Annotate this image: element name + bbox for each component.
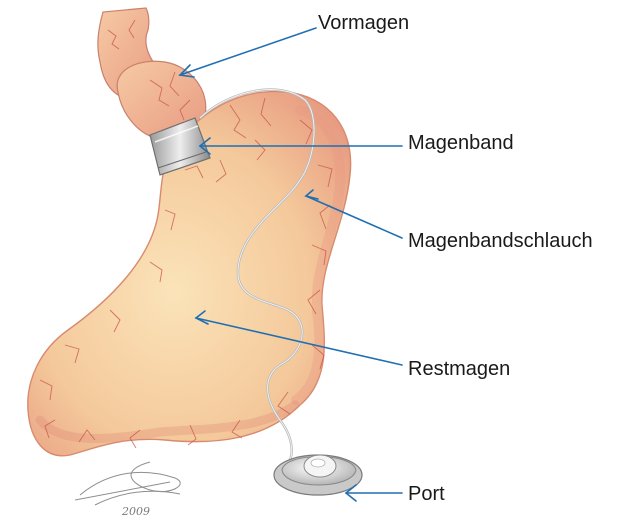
port-device bbox=[274, 455, 362, 495]
label-magenbandschlauch: Magenbandschlauch bbox=[408, 230, 593, 253]
signature-year: 2009 bbox=[121, 505, 150, 518]
label-magenband: Magenband bbox=[408, 132, 514, 155]
label-port: Port bbox=[408, 483, 445, 506]
signature bbox=[75, 462, 180, 505]
label-vormagen: Vormagen bbox=[318, 12, 409, 35]
label-restmagen: Restmagen bbox=[408, 358, 510, 381]
arrow-vormagen bbox=[180, 28, 316, 75]
